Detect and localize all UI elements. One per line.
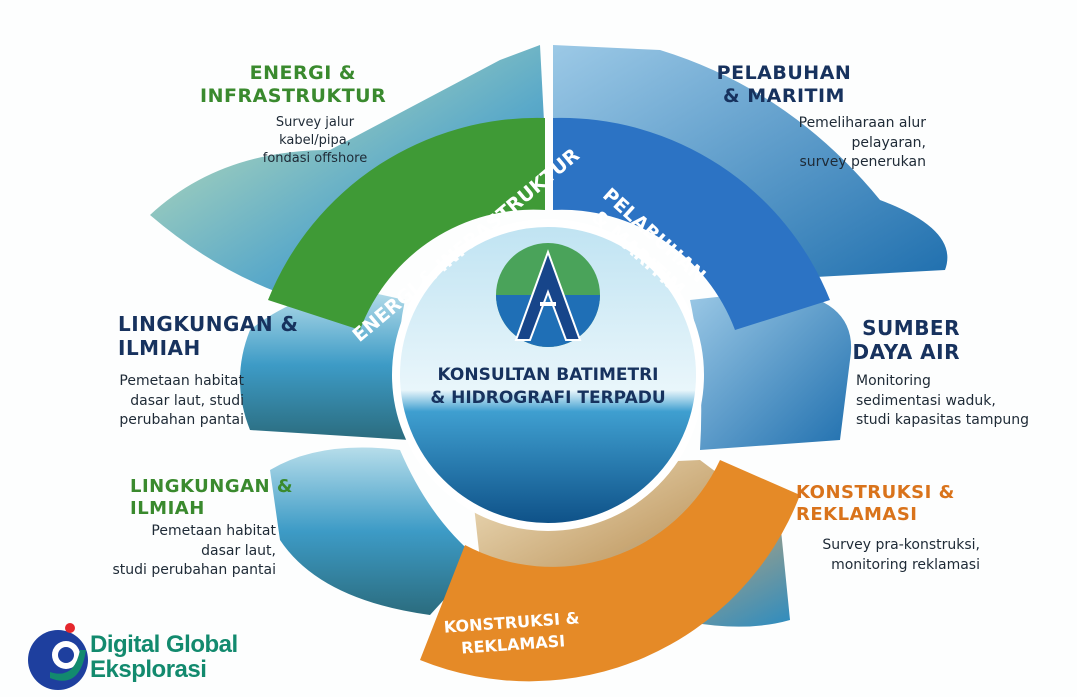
pelabuhan-desc-line3: survey penerukan (799, 154, 927, 171)
lingkungan-1-desc: Pemetaan habitat dasar laut, studi perub… (90, 372, 244, 431)
compass-globe-icon (496, 243, 600, 347)
pelabuhan-desc-line2: pelayaran, (851, 134, 927, 151)
energi-illustration (150, 45, 545, 300)
lingkungan-1-title-line2: ILMIAH (118, 336, 201, 360)
konstruksi-title: KONSTRUKSI & REKLAMASI (796, 482, 976, 525)
lingkungan-2-desc: Pemetaan habitat dasar laut, studi perub… (90, 522, 276, 581)
konstruksi-title-line2: REKLAMASI (796, 503, 918, 525)
pelabuhan-desc: Pemeliharaan alur pelayaran, survey pene… (760, 114, 926, 173)
center-title: KONSULTAN BATIMETRI & HIDROGRAFI TERPADU (426, 364, 670, 410)
lingkungan-illustration-1 (240, 290, 410, 440)
sumber-daya-air-title-line2: DAYA AIR (852, 340, 960, 364)
brand-name-line2: Eksplorasi (90, 656, 207, 684)
sumber-daya-air-title: SUMBER DAYA AIR (840, 316, 960, 364)
sumber-daya-air-desc-line2: sedimentasi waduk, (856, 392, 996, 409)
konstruksi-desc-line1: Survey pra-konstruksi, (822, 537, 980, 553)
lingkungan-2-desc-line2: dasar laut, (201, 542, 276, 559)
energi-desc-line1: Survey jalur kabel/pipa, (275, 115, 355, 149)
energi-title: ENERGI & INFRASTRUKTUR (200, 62, 387, 108)
pelabuhan-title: PELABUHAN & MARITIM (710, 62, 858, 108)
sumber-daya-air-desc: Monitoring sedimentasi waduk, studi kapa… (856, 372, 1066, 431)
konstruksi-title-line1: KONSTRUKSI & (796, 482, 955, 503)
brand-logo-icon (28, 623, 88, 690)
energi-title-line1: ENERGI & (249, 62, 356, 84)
pelabuhan-illustration (553, 45, 948, 280)
energi-desc-line2: fondasi offshore (262, 151, 368, 167)
lingkungan-1-title-line1: LINGKUNGAN & (118, 312, 299, 336)
lingkungan-2-desc-line1: Pemetaan habitat (151, 523, 276, 539)
konstruksi-desc: Survey pra-konstruksi, monitoring reklam… (780, 536, 980, 575)
pelabuhan-desc-line1: Pemeliharaan alur (798, 115, 926, 131)
lingkungan-2-title: LINGKUNGAN & ILMIAH (130, 476, 320, 519)
lingkungan-1-desc-line3: perubahan pantai (119, 412, 244, 429)
pelabuhan-title-line2: & MARITIM (723, 84, 845, 107)
energi-title-line2: INFRASTRUKTUR (200, 84, 387, 107)
lingkungan-1-desc-line2: dasar laut, studi (130, 392, 244, 409)
lingkungan-2-title-line1: LINGKUNGAN & (130, 476, 294, 497)
lingkungan-1-title: LINGKUNGAN & ILMIAH (118, 312, 318, 360)
center-circle (392, 219, 704, 531)
konstruksi-desc-line2: monitoring reklamasi (831, 556, 980, 573)
center-title-line1: KONSULTAN BATIMETRI (437, 365, 659, 385)
lingkungan-illustration-2 (270, 447, 480, 615)
pelabuhan-title-line1: PELABUHAN (716, 62, 852, 84)
sumber-daya-air-illustration (690, 290, 852, 450)
brand-name-line1: Digital Global (90, 631, 238, 658)
lingkungan-2-title-line2: ILMIAH (130, 497, 205, 519)
sumber-daya-air-desc-line3: studi kapasitas tampung (856, 412, 1030, 429)
lingkungan-2-desc-line3: studi perubahan pantai (112, 562, 276, 579)
energi-desc: Survey jalur kabel/pipa, fondasi offshor… (250, 114, 380, 169)
ring-segment-pelabuhan (553, 117, 830, 330)
sumber-daya-air-desc-line1: Monitoring (856, 373, 931, 389)
sumber-daya-air-title-line1: SUMBER (862, 316, 960, 340)
center-title-line2: & HIDROGRAFI TERPADU (430, 387, 666, 408)
brand-name: Digital Global Eksplorasi (90, 631, 238, 684)
lingkungan-1-desc-line1: Pemetaan habitat (119, 373, 244, 389)
ring-segment-konstruksi (420, 460, 800, 682)
ring-segment-energi (268, 117, 545, 330)
